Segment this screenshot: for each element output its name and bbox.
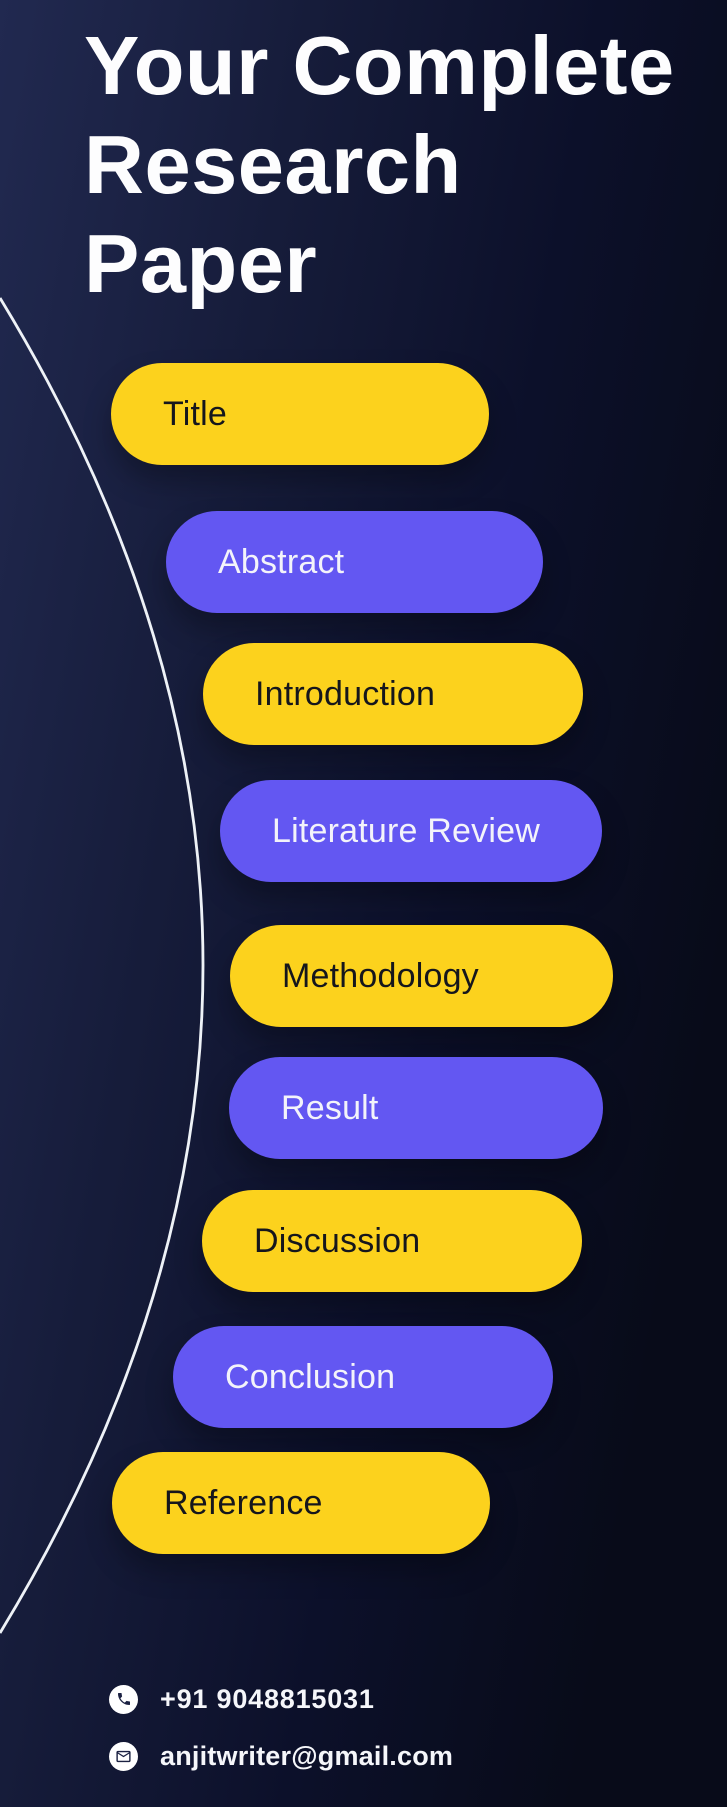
pill-conclusion: Conclusion [173,1326,553,1428]
contact-email-row: anjitwriter@gmail.com [109,1741,453,1771]
pill-title: Title [111,363,489,465]
pill-abstract: Abstract [166,511,543,613]
pill-label: Methodology [282,956,479,995]
phone-icon [109,1684,138,1714]
pill-label: Result [281,1088,379,1127]
pill-label: Conclusion [225,1357,396,1396]
contact-phone-row: +91 9048815031 [109,1684,375,1714]
title-line-2: Research [84,118,462,211]
title-line-3: Paper [84,217,318,310]
phone-number: +91 9048815031 [160,1683,375,1714]
pill-label: Title [163,394,227,433]
pill-reference: Reference [112,1452,490,1554]
pill-introduction: Introduction [203,643,583,745]
email-address: anjitwriter@gmail.com [160,1740,454,1771]
pill-literature-review: Literature Review [220,780,602,882]
pill-label: Reference [164,1483,323,1522]
pill-label: Discussion [254,1221,421,1260]
pill-discussion: Discussion [202,1190,582,1292]
title-line-1: Your Complete [84,19,675,112]
pill-label: Literature Review [272,811,540,850]
pill-methodology: Methodology [230,925,613,1027]
pill-result: Result [229,1057,603,1159]
page-title: Your Complete Research Paper [84,16,675,313]
pill-label: Introduction [255,674,436,713]
email-icon [109,1741,138,1771]
pill-label: Abstract [218,542,345,581]
